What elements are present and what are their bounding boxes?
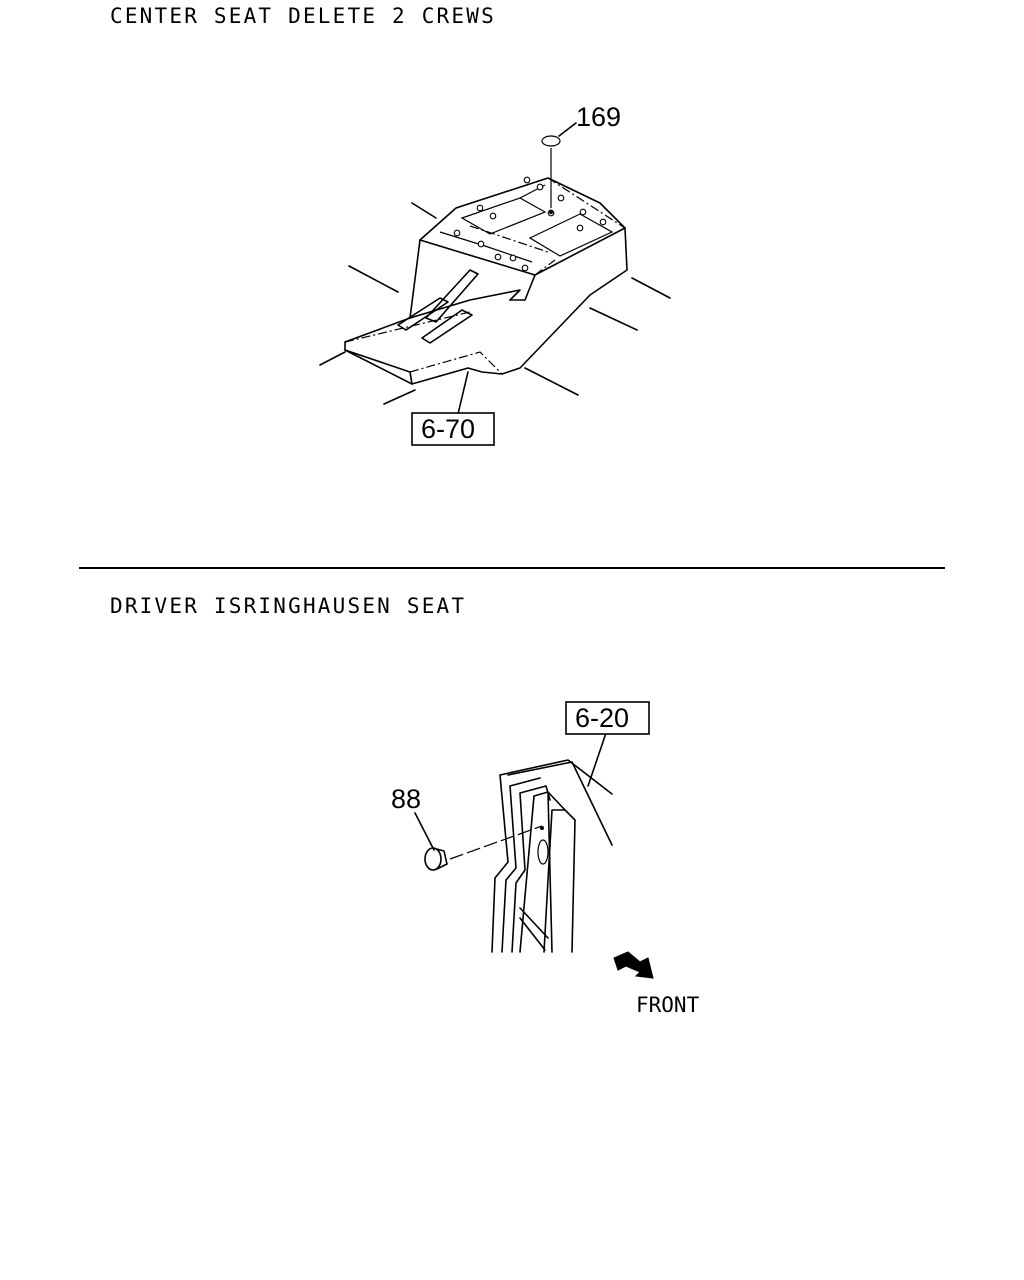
reference-box-6-70	[411, 412, 495, 446]
reference-box-6-70-label: 6-70	[421, 414, 475, 444]
seat-frame-illustration	[414, 732, 654, 979]
callout-88-label: 88	[391, 784, 421, 814]
section-title-center-seat: CENTER SEAT DELETE 2 CREWS	[110, 4, 496, 28]
front-direction-arrow-icon	[613, 951, 654, 979]
front-direction-label: FRONT	[636, 993, 700, 1017]
section-divider	[79, 567, 945, 569]
reference-box-6-20-label: 6-20	[575, 703, 629, 733]
section-title-driver-seat: DRIVER ISRINGHAUSEN SEAT	[110, 594, 467, 618]
center-console-illustration	[319, 122, 671, 415]
reference-box-6-20	[565, 701, 650, 735]
callout-169-label: 169	[576, 102, 621, 132]
